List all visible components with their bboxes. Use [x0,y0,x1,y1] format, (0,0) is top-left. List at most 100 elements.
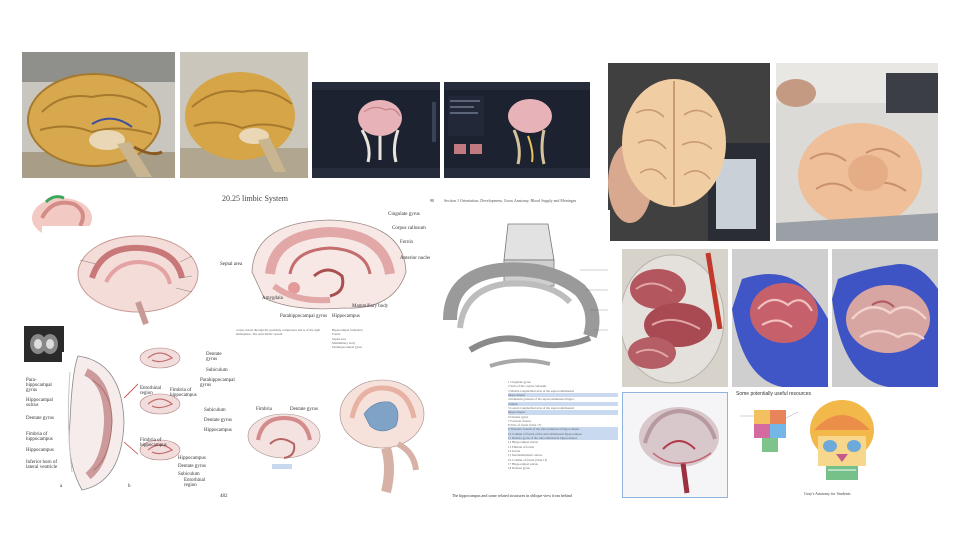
legend-item-3: 3 Medial longitudinal stria of the supra… [508,388,575,393]
hippocampus-label-fimbria: Fimbria of hippocampus [26,432,53,442]
brain-model-top-image [608,63,770,241]
legend-item-1: 1 Cingulate gyrus [508,380,531,384]
limbic-label-cingulate: Cingulate gyrus [388,212,420,217]
hippocampus-label-hippocampus: Hippocampus [26,448,54,453]
legend-item-2: 2 Stria of the corpus callosum [508,384,547,389]
hippocampus-panel-letter-a: a [60,484,63,489]
coronal-label-para-1: Parahippocampal gyrus [200,378,235,388]
limbic-label-corpus-callosum: Corpus callosum [392,226,426,231]
brain-vasculature-image [623,393,727,497]
limbic-lower-small-image [240,404,324,480]
legend-item-12: 12 Hippocampal sulcus [508,440,538,445]
right-page-heading: Section 1 Orientation, Development, Gros… [444,198,577,203]
legend-item-3b: hippocampus [508,392,618,398]
coronal-label-fimbria-1: Fimbria of hippocampus [170,388,197,398]
legend-item-11: 11 Dentate gyrus of the subcommissural h… [508,436,618,441]
legend-item-16: 16 Column of fornix (Stria 13) [508,457,548,462]
limbic-text-bullet-4: Mammillary body [332,340,356,345]
legend-item-4b: campus [508,401,618,406]
resources-footer-credit: Gray's Anatomy for Students [804,491,851,496]
coronal-grayscale-image [24,326,64,362]
hippocampus-grayscale-image [430,210,610,380]
limbic-text-column-1-content: corpus dorsal through the gradually comp… [236,328,321,337]
right-page-number: 90 [430,198,434,203]
limbic-label-anterior-nucleus: Anterior nucleus [400,256,434,261]
legend-item-14: 14 Uncus [508,449,521,453]
limbic-sagittal-image-left [42,226,220,326]
coronal-label-fimbria-2: Fimbria of hippocampus [140,438,167,448]
limbic-label-fornix: Fornix [400,240,414,245]
brain-ventricles-image [334,368,428,496]
neurocranium-image [736,400,802,480]
limbic-system-heading: 20.25 limbic System [222,194,288,203]
limbic-text-bullet-3: Septal area [332,336,347,341]
limbic-label-amygdala: Amygdala [262,296,283,301]
app-3d-brain-image-right [444,82,590,178]
brain-model-hemisphere-laptop-photo [776,63,938,241]
skull-colored-image [804,396,880,492]
legend-item-13: 13 Fimbria of fornix [508,444,535,449]
coronal-label-entorhinal-2: Entorhinal region [184,478,206,488]
hippocampus-coronal-sections [138,344,228,490]
limbic-text-bullet-5: Parahippocampal gyrus [332,345,363,350]
limbic-text-column-2: Hippocampal formation Fornix Septal area… [332,328,424,388]
specimen-glove-image-2 [832,249,938,387]
coronal-label-entorhinal-1: Entorhinal region [140,386,162,396]
hippocampus-legend-list: 1 Cingulate gyrus 2 Stria of the corpus … [508,380,618,490]
hippocampus-label-dentate-gyrus: Dentate gyrus [26,416,54,421]
specimen-dish-photo [622,249,728,387]
limbic-label-septal: Septal area [220,262,243,267]
limbic-system-main-diagram [234,212,424,320]
legend-item-5b: hippocampus [508,410,618,415]
brain-sagittal-ventricles-diagram [334,368,428,496]
page-number-482: 482 [220,494,228,499]
limbic-text-bullet-2: Fornix [332,332,341,337]
hippocampus-plate-caption: The hippocampus and some related structu… [452,493,572,498]
neurocranium-diagram [736,400,802,480]
legend-item-17: 17 Hippocampal sulcus [508,461,538,466]
limbic-text-bullet-1: Hippocampal formation [332,328,363,332]
limbic-label-parahippocampal: Parahippocampal gyrus [280,314,328,319]
brain-model-sagittal-photo-1 [22,52,175,178]
coronal-label-hippocampus-3: Hippocampus [178,456,206,461]
specimen-dish-image [622,249,728,387]
legend-item-5: 5 Lateral longitudinal stria of the supr… [508,405,575,410]
coronal-label-subiculum-2: Subiculum [204,408,226,413]
hippocampus-grayscale-plate [430,210,610,380]
hippocampus-label-hippocampal-sulcus: Hippocampal sulcus [26,398,53,408]
brain-model-sagittal-image-2 [180,52,308,178]
hippocampus-axial-image [62,352,142,494]
legend-item-7: 7 Fasciola cinerea [508,418,532,423]
limbic-label-hippocampus: Hippocampus [332,314,360,319]
limbic-lower-label-dentate: Dentate gyrus [290,407,318,412]
hippocampus-axial-diagram [62,352,142,494]
skull-colored-diagram [804,396,880,492]
coronal-label-hippocampus-2: Hippocampus [204,428,232,433]
app-screenshot-3d-brain-left [312,82,440,178]
coronal-label-dentate-2: Dentate gyrus [204,418,232,423]
limbic-label-mammillary: Mammillary body [352,304,389,309]
resources-caption: Some potentially useful resources [736,391,812,397]
limbic-sagittal-diagram-left [42,226,220,326]
coronal-label-dentate-1: Dentate gyrus [206,352,222,362]
hippocampus-label-para-hippocampal-gyrus: Para-hippocampal gyrus [26,378,52,393]
brain-model-sagittal-image-1 [22,52,175,178]
legend-item-10: 10 Column of fornix of the subcommissura… [508,431,618,437]
limbic-lower-small-diagram [240,404,324,480]
legend-item-9: 9 Thalamic branch of the subcommissural … [508,427,618,432]
legend-item-18: 18 Dentate gyrus [508,466,530,471]
hippocampus-coronal-grayscale-thumb [24,326,64,362]
coronal-label-subiculum-1: Subiculum [206,368,228,373]
limbic-lower-label-fimbria: Fimbria [256,407,272,412]
brain-model-hemisphere-image [776,63,938,241]
coronal-label-dentate-3: Dentate gyrus [178,464,206,469]
hippocampus-label-inferior-horn: Inferior horn of lateral ventricle [26,460,58,470]
legend-item-15: 15 Interhemispheric sulcus [508,453,543,458]
hippocampus-panel-letter-b: b [128,484,131,489]
limbic-main-image [234,212,424,320]
brain-model-top-hand-photo [608,63,770,241]
coronal-label-subiculum-3: Subiculum [178,472,200,477]
app-screenshot-3d-brain-right [444,82,590,178]
limbic-text-column-1: corpus dorsal through the gradually comp… [236,328,328,388]
hippocampus-coronal-image [138,344,228,490]
